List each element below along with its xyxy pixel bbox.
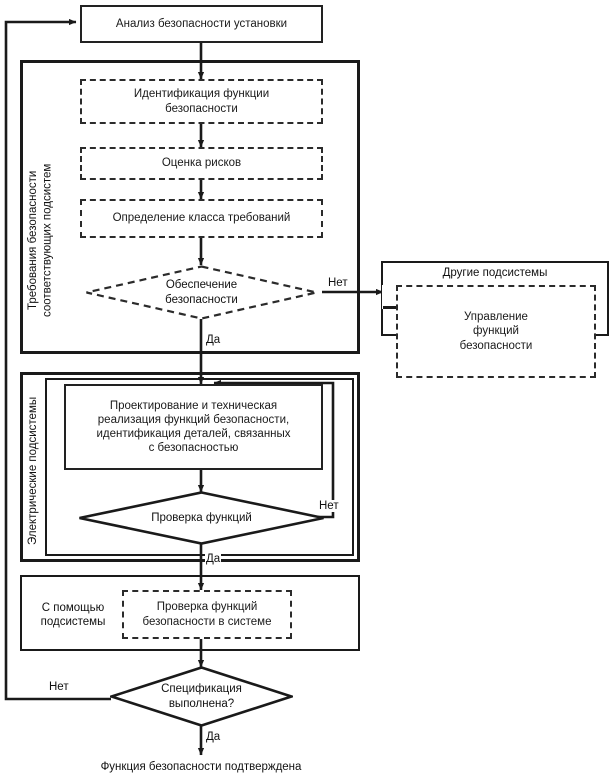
decision-function-check-shape bbox=[79, 491, 324, 545]
node-identify-safety-function-label: Идентификация функции безопасности bbox=[133, 88, 270, 115]
group-other-subsystems-label: Другие подсистемы bbox=[442, 267, 548, 279]
node-requirement-class[interactable]: Определение класса требований bbox=[80, 199, 323, 238]
node-risk-assessment[interactable]: Оценка рисков bbox=[80, 147, 323, 180]
node-installation-safety-analysis-label: Анализ безопасности установки bbox=[115, 17, 288, 30]
edge-label-spec-no: Нет bbox=[48, 681, 70, 693]
other-subsystems-notch-bottom bbox=[383, 306, 396, 309]
edge-label-function-yes: Да bbox=[205, 553, 222, 565]
node-system-safety-check-label: Проверка функций безопасности в системе bbox=[142, 601, 272, 628]
decision-specification-met-label: Спецификация выполнена? bbox=[161, 683, 242, 710]
decision-safety-provision-label: Обеспечение безопасности bbox=[165, 279, 238, 306]
edge-label-safety-yes: Да bbox=[205, 334, 222, 346]
electrical-inner-frame bbox=[45, 378, 354, 556]
group-with-subsystem-label: С помощью подсистемы bbox=[40, 602, 106, 629]
decision-specification-met[interactable]: Спецификация выполнена? bbox=[107, 666, 296, 727]
decision-function-check-label: Проверка функций bbox=[151, 511, 252, 524]
decision-safety-provision-shape bbox=[86, 265, 317, 320]
node-identify-safety-function[interactable]: Идентификация функции безопасности bbox=[80, 79, 323, 124]
node-risk-assessment-label: Оценка рисков bbox=[161, 157, 242, 170]
decision-function-check[interactable]: Проверка функций bbox=[78, 491, 325, 545]
decision-specification-met-shape bbox=[107, 666, 296, 727]
node-requirement-class-label: Определение класса требований bbox=[112, 212, 291, 225]
edge-label-function-no: Нет bbox=[318, 500, 340, 512]
decision-safety-provision[interactable]: Обеспечение безопасности bbox=[85, 265, 318, 320]
group-safety-requirements-label: Требования безопасности соответствующих … bbox=[27, 163, 54, 317]
terminal-safety-function-confirmed: Функция безопасности подтверждена bbox=[100, 761, 302, 773]
edge-label-spec-yes: Да bbox=[205, 731, 222, 743]
edge-label-safety-no: Нет bbox=[327, 277, 349, 289]
node-design-implementation-label: Проектирование и техническая реализация … bbox=[96, 399, 291, 455]
node-safety-function-management-label: Управление функций безопасности bbox=[459, 311, 533, 352]
group-safety-requirements bbox=[20, 60, 360, 354]
node-safety-function-management[interactable]: Управление функций безопасности bbox=[396, 285, 596, 378]
group-electrical-subsystems-label: Электрические подсистемы bbox=[27, 396, 39, 545]
group-electrical-subsystems bbox=[20, 372, 360, 562]
group-with-subsystem bbox=[20, 575, 360, 651]
node-installation-safety-analysis[interactable]: Анализ безопасности установки bbox=[80, 5, 323, 43]
other-subsystems-notch bbox=[382, 285, 396, 309]
node-design-implementation[interactable]: Проектирование и техническая реализация … bbox=[64, 384, 323, 470]
node-system-safety-check[interactable]: Проверка функций безопасности в системе bbox=[122, 590, 292, 639]
